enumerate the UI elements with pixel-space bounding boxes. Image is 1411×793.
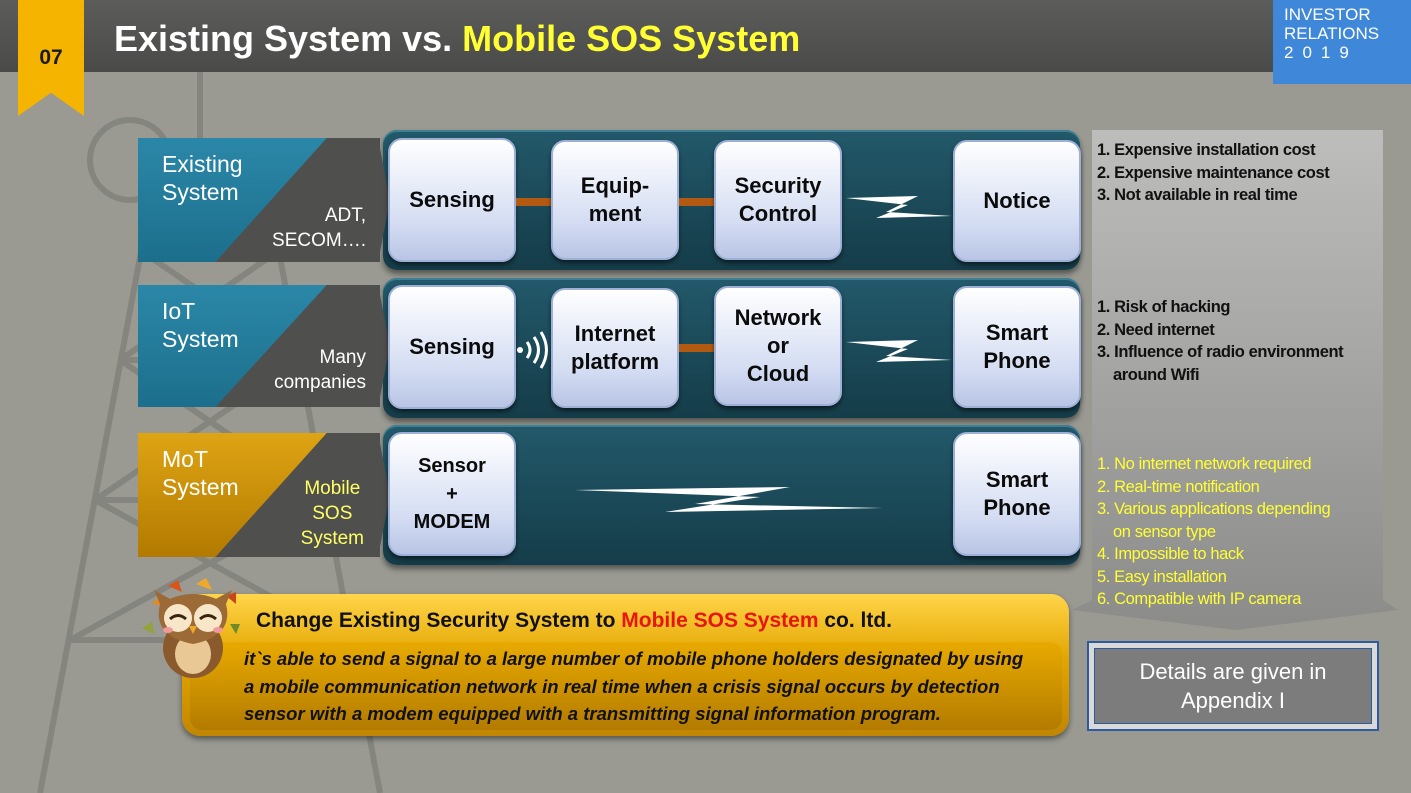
lightning-bolt-icon xyxy=(846,340,952,362)
header-bar xyxy=(0,0,1411,72)
ir-line-1: INVESTOR xyxy=(1284,5,1371,24)
page-title: Existing System vs. Mobile SOS System xyxy=(114,18,800,60)
page-number: 07 xyxy=(39,46,63,69)
existing-link-1 xyxy=(516,198,552,206)
title-highlight: Mobile SOS System xyxy=(462,18,801,59)
investor-relations-badge: INVESTOR RELATIONS 2019 xyxy=(1273,0,1411,84)
existing-system-drawbacks: 1. Expensive installation cost 2. Expens… xyxy=(1097,141,1330,204)
title-prefix: Existing System vs. xyxy=(114,18,463,59)
existing-link-2 xyxy=(679,198,715,206)
iot-link xyxy=(679,344,715,352)
summary-title: Change Existing Security System to Mobil… xyxy=(256,609,892,632)
summary-banner-inner xyxy=(190,642,1062,730)
mot-sensor-modem-box: Sensor+MODEM xyxy=(388,432,516,556)
owl-mascot-icon xyxy=(142,578,240,678)
lightning-bolt-icon xyxy=(575,487,883,512)
iot-system-drawbacks: 1. Risk of hacking 2. Need internet 3. I… xyxy=(1097,298,1344,384)
lightning-bolt-icon xyxy=(846,196,952,218)
ir-line-2: RELATIONS xyxy=(1284,24,1380,43)
existing-notice-box: Notice xyxy=(953,140,1081,262)
existing-equipment-box: Equip-ment xyxy=(551,140,679,260)
existing-sensing-box: Sensing xyxy=(388,138,516,262)
ir-year: 2019 xyxy=(1284,43,1358,62)
iot-sensing-box: Sensing xyxy=(388,285,516,409)
company-name-highlight: Mobile SOS System xyxy=(621,609,819,632)
wireless-signal-icon xyxy=(517,331,548,369)
existing-system-providers: ADT,SECOM…. xyxy=(272,205,366,251)
mot-system-advantages: 1. No internet network required 2. Real-… xyxy=(1097,455,1331,608)
summary-description: it`s able to send a signal to a large nu… xyxy=(244,648,1024,724)
